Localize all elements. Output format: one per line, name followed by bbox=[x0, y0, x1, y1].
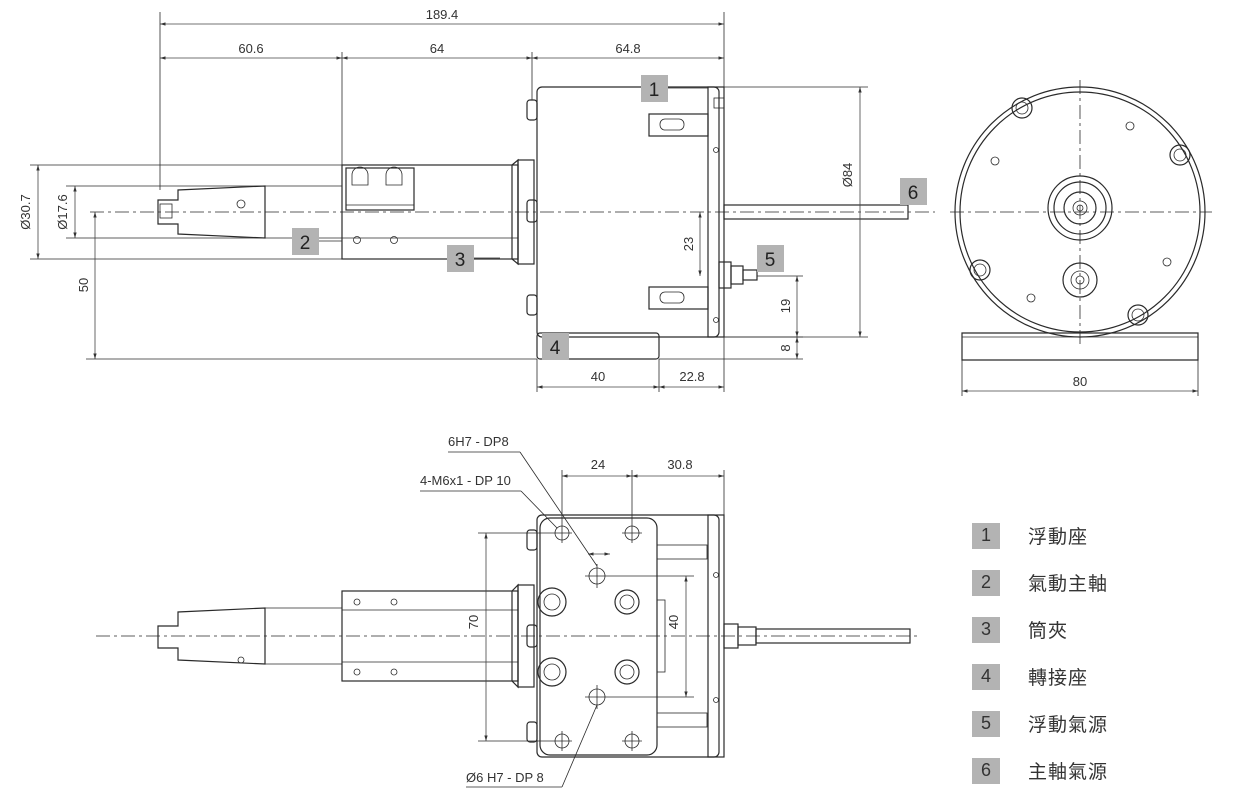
legend-label: 浮動氣源 bbox=[1028, 714, 1109, 736]
legend-label: 筒夾 bbox=[1028, 620, 1069, 642]
legend-item: 2 氣動主軸 bbox=[972, 559, 1108, 606]
part-tag-1: 1 bbox=[649, 80, 660, 101]
dim-height-50: 50 bbox=[76, 278, 91, 292]
legend-label: 浮動座 bbox=[1028, 526, 1089, 548]
callout-pin-hole: Ø6 H7 - DP 8 bbox=[466, 770, 544, 785]
legend-item: 6 主軸氣源 bbox=[972, 747, 1108, 794]
legend-number: 1 bbox=[972, 522, 1000, 549]
bottom-view: 24 30.8 70 40 6H7 - DP8 4-M6x1 - DP 10 Ø… bbox=[96, 434, 920, 788]
dim-end-width-80: 80 bbox=[1073, 374, 1087, 389]
parts-legend: 1 浮動座 2 氣動主軸 3 筒夾 4 轉接座 5 浮動氣源 6 主軸氣源 bbox=[972, 512, 1108, 794]
dim-dia-30-7: Ø30.7 bbox=[18, 194, 33, 229]
part-tag-2-box bbox=[292, 228, 319, 255]
legend-number: 4 bbox=[972, 663, 1000, 690]
dim-dia-84: Ø84 bbox=[840, 163, 855, 188]
part-tag-3: 3 bbox=[455, 250, 466, 271]
part-tag-5: 5 bbox=[765, 250, 776, 271]
dim-seg-b: 64 bbox=[430, 41, 444, 56]
legend-number: 3 bbox=[972, 616, 1000, 643]
side-view: 189.4 60.6 64 64.8 bbox=[18, 7, 935, 392]
legend-label: 轉接座 bbox=[1028, 667, 1089, 689]
legend-label: 主軸氣源 bbox=[1028, 761, 1109, 783]
dim-top-30-8: 30.8 bbox=[667, 457, 692, 472]
legend-number: 5 bbox=[972, 710, 1000, 737]
legend-item: 5 浮動氣源 bbox=[972, 700, 1108, 747]
legend-number: 2 bbox=[972, 569, 1000, 596]
dim-span-40: 40 bbox=[666, 615, 681, 629]
part-tag-6-box bbox=[900, 178, 927, 205]
dim-base-22-8: 22.8 bbox=[679, 369, 704, 384]
callout-hole-6h7: 6H7 - DP8 bbox=[448, 434, 509, 449]
part-tag-2: 2 bbox=[300, 233, 311, 254]
legend-number: 6 bbox=[972, 757, 1000, 784]
dim-seg-a: 60.6 bbox=[238, 41, 263, 56]
legend-item: 1 浮動座 bbox=[972, 512, 1108, 559]
part-tag-4-box bbox=[542, 333, 569, 360]
dim-base-40: 40 bbox=[591, 369, 605, 384]
part-tag-5-box bbox=[757, 245, 784, 272]
legend-item: 3 筒夾 bbox=[972, 606, 1108, 653]
part-tag-4: 4 bbox=[550, 338, 561, 359]
dim-span-70: 70 bbox=[466, 615, 481, 629]
legend-label: 氣動主軸 bbox=[1028, 573, 1109, 595]
dim-offset-23: 23 bbox=[681, 237, 696, 251]
part-tag-6: 6 bbox=[908, 183, 919, 204]
dim-seg-c: 64.8 bbox=[615, 41, 640, 56]
dim-top-24: 24 bbox=[591, 457, 605, 472]
dim-offset-8: 8 bbox=[778, 344, 793, 351]
end-view: 80 bbox=[950, 80, 1212, 396]
legend-item: 4 轉接座 bbox=[972, 653, 1108, 700]
callout-thread-m6: 4-M6x1 - DP 10 bbox=[420, 473, 511, 488]
dim-dia-17-6: Ø17.6 bbox=[55, 194, 70, 229]
dim-offset-19: 19 bbox=[778, 299, 793, 313]
part-tag-3-box bbox=[447, 245, 474, 272]
dim-overall-length: 189.4 bbox=[426, 7, 459, 22]
part-tag-1-box bbox=[641, 75, 668, 102]
